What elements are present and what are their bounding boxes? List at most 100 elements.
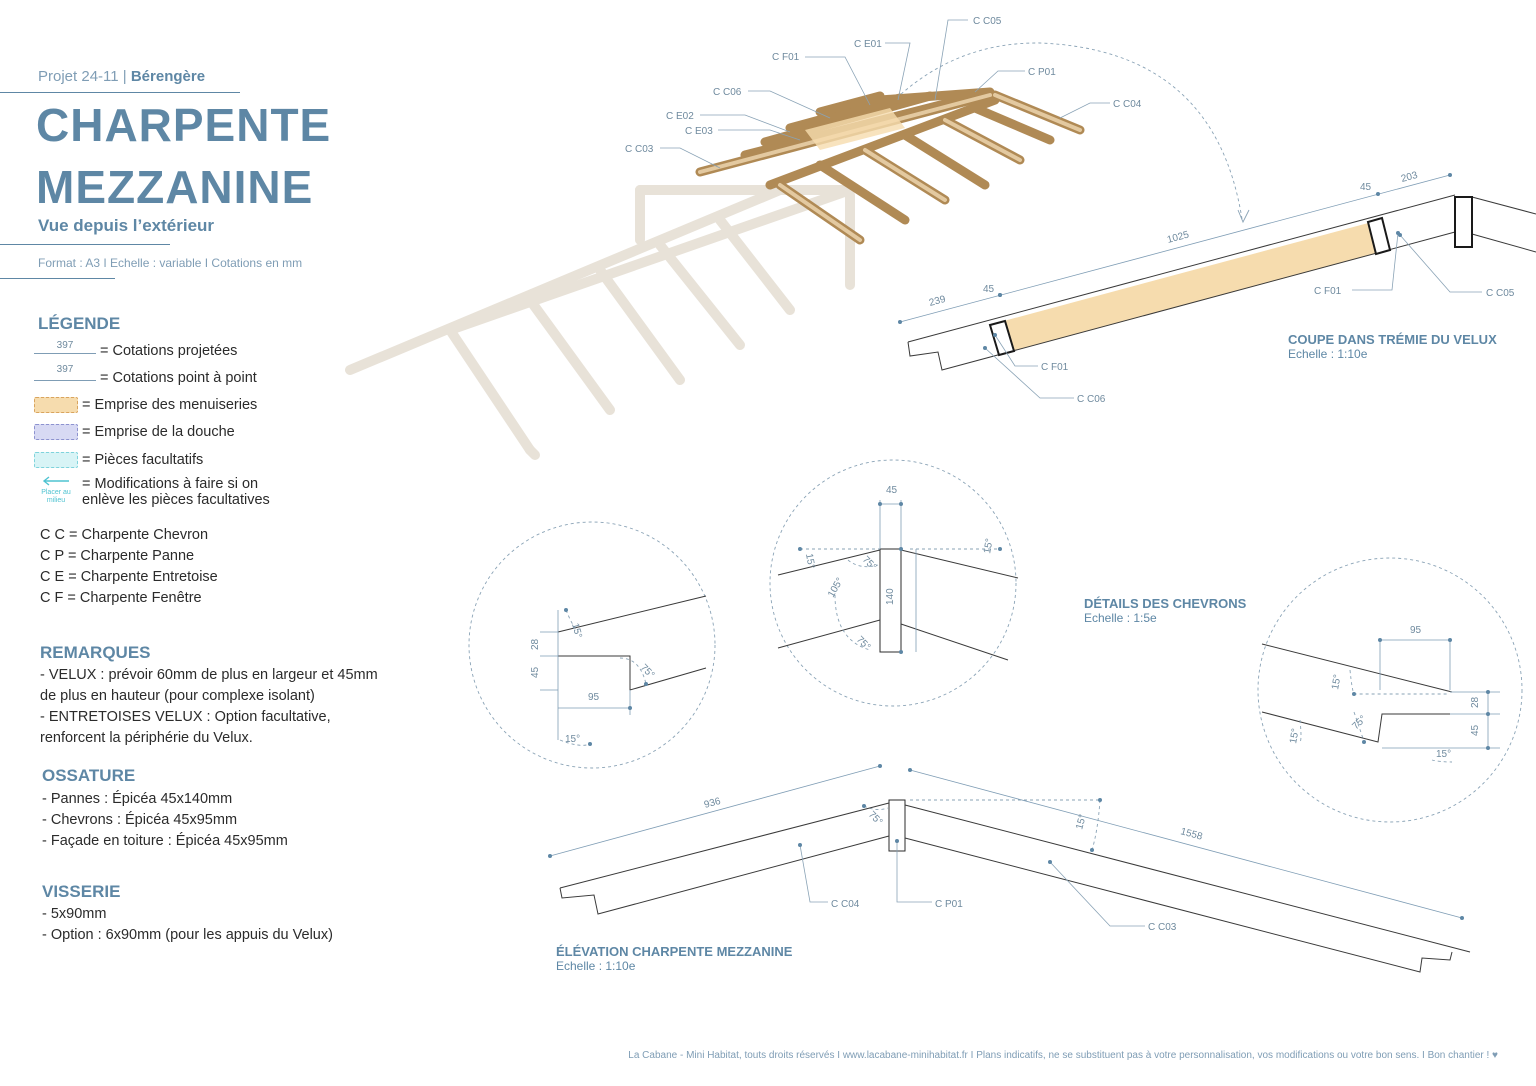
subtitle: Vue depuis l’extérieur [38,216,215,235]
footer-credits: La Cabane - Mini Habitat, touts droits r… [628,1050,1498,1061]
divider-bottom [0,278,115,279]
facade-frame [345,185,855,460]
point-dimension-sample: 397 [34,364,96,386]
velux-opening [805,108,905,150]
detail-left-dim: 15° [569,622,584,639]
legend-label-modifications-2: enlève les pièces facultatives [82,492,270,508]
projected-dimension-sample: 397 [34,340,96,359]
arrow-label: Placer au milieu [41,489,71,504]
detail-left-dim: 15° [565,734,580,745]
velux-zone [1000,222,1382,352]
panne-section [1454,196,1473,248]
detail-circle-right [1257,557,1523,823]
legend-label-modifications: = Modifications à faire si on [82,476,259,492]
detail-right-dim: 45 [1470,724,1481,736]
ossature-line: - Pannes : Épicéa 45x140mm [42,791,233,807]
detail-right-dim: 95 [1410,625,1422,636]
point-dimension-value: 397 [56,364,74,375]
coupe-scale: Echelle : 1:10e [1288,347,1368,361]
center-panne [879,548,902,653]
ossature-line: - Chevrons : Épicéa 45x95mm [42,812,238,828]
legend-row-modifications: Placer au milieu = Modifications à faire… [34,476,270,508]
detail-left-dim: 75° [638,662,656,680]
remarque-line: renforcent la périphérie du Velux. [40,730,253,746]
title-line-1: CHARPENTE [36,99,332,151]
iso-label: C E02 [666,111,694,122]
cf01-section-low [988,319,1016,357]
elevation-dim: 75° [866,809,884,827]
visserie-text: - 5x90mm - Option : 6x90mm (pour les app… [42,904,333,946]
legend-title: LÉGENDE [38,314,121,333]
coupe-label: C C06 [1077,394,1106,405]
elevation-dim: 1558 [1179,826,1204,842]
coupe-label: C F01 [1041,362,1069,373]
detail-right-dim: 75° [1350,714,1368,732]
visserie-line: - 5x90mm [42,906,107,922]
detail-circle-left [468,521,716,769]
coupe-dim: 45 [1360,182,1372,193]
project-number: Projet 24-11 | [38,68,127,85]
projected-dimension-value: 397 [56,340,74,351]
elevation-label: C C03 [1148,922,1177,933]
iso-label: C E01 [854,39,882,50]
detail-center-dim: 140 [885,588,896,605]
detail-center-dim: 15° [982,538,995,555]
legend-label-menuiseries: = Emprise des menuiseries [82,397,258,413]
coupe-caption: COUPE DANS TRÉMIE DU VELUX Echelle : 1:1… [1288,332,1497,361]
legend-label-point: = Cotations point à point [100,370,257,386]
details-scale: Echelle : 1:5e [1084,611,1157,625]
isometric-frame-view: C C05 C E01 C F01 C P01 C C06 C C04 C E0… [345,16,1250,460]
legend-row-facultatifs: = Pièces facultatifs [34,452,203,468]
legend-row-douche: = Emprise de la douche [34,424,235,440]
title-line-2: MEZZANINE [36,161,314,213]
legend-row-point: 397 = Cotations point à point [34,364,257,386]
details-caption: DÉTAILS DES CHEVRONS Echelle : 1:5e [1084,596,1246,625]
visserie-line: - Option : 6x90mm (pour les appuis du Ve… [42,927,333,943]
project-line: Projet 24-11 | Bérengère [38,68,205,85]
cf01-section-high [1366,216,1392,256]
arrow-left-icon: Placer au milieu [34,476,78,508]
iso-label: C C06 [713,87,742,98]
elevation-scale: Echelle : 1:10e [556,959,636,973]
coupe-label: C F01 [1314,286,1342,297]
legend-label-douche: = Emprise de la douche [82,424,235,440]
detail-left-dim: 95 [588,692,600,703]
iso-label: C E03 [685,126,713,137]
orange-swatch [34,397,78,413]
ossature-title: OSSATURE [42,766,136,785]
iso-label: C F01 [772,52,800,63]
elevation-caption: ÉLÉVATION CHARPENTE MEZZANINE Echelle : … [556,944,792,973]
coupe-dim: 239 [928,294,947,309]
detail-center-dim: 15° [803,553,816,570]
remarque-line: de plus en hauteur (pour complexe isolan… [40,688,315,704]
code-list: C C = Charpente Chevron C P = Charpente … [40,525,218,609]
format-line: Format : A3 I Echelle : variable I Cotat… [38,256,303,270]
divider-middle [0,244,170,245]
velux-section-view: 239 45 1025 45 203 C F01 C C05 C F01 C C… [898,170,1536,405]
code-ce: C E = Charpente Entretoise [40,569,218,585]
coupe-dim: 1025 [1166,229,1191,245]
code-cf: C F = Charpente Fenêtre [40,590,202,606]
detail-right-dim: 15° [1436,749,1451,760]
cyan-swatch [34,452,78,468]
remarques-title: REMARQUES [40,643,151,662]
detail-center-dim: 105° [826,576,846,599]
details-title: DÉTAILS DES CHEVRONS [1084,596,1247,611]
iso-label: C C05 [973,16,1002,27]
legend-label-projected: = Cotations projetées [100,343,238,359]
legend-row-menuiseries: = Emprise des menuiseries [34,397,257,413]
ossature-line: - Façade en toiture : Épicéa 45x95mm [42,833,288,849]
detail-right-dim: 15° [1330,674,1343,691]
detail-center-dim: 75° [854,634,872,652]
coupe-dim: 203 [1400,170,1419,185]
legend-label-facultatifs: = Pièces facultatifs [82,452,204,468]
remarque-line: - ENTRETOISES VELUX : Option facultative… [40,709,331,725]
ossature-text: - Pannes : Épicéa 45x140mm - Chevrons : … [42,789,288,852]
elevation-view: 936 75° 15° 1558 C C04 C P01 C C03 [548,764,1471,973]
elevation-title: ÉLÉVATION CHARPENTE MEZZANINE [556,944,793,959]
detail-center-dim: 75° [860,554,878,572]
purple-swatch [34,424,78,440]
divider-top [0,92,240,93]
legend-row-projected: 397 = Cotations projetées [34,340,238,359]
